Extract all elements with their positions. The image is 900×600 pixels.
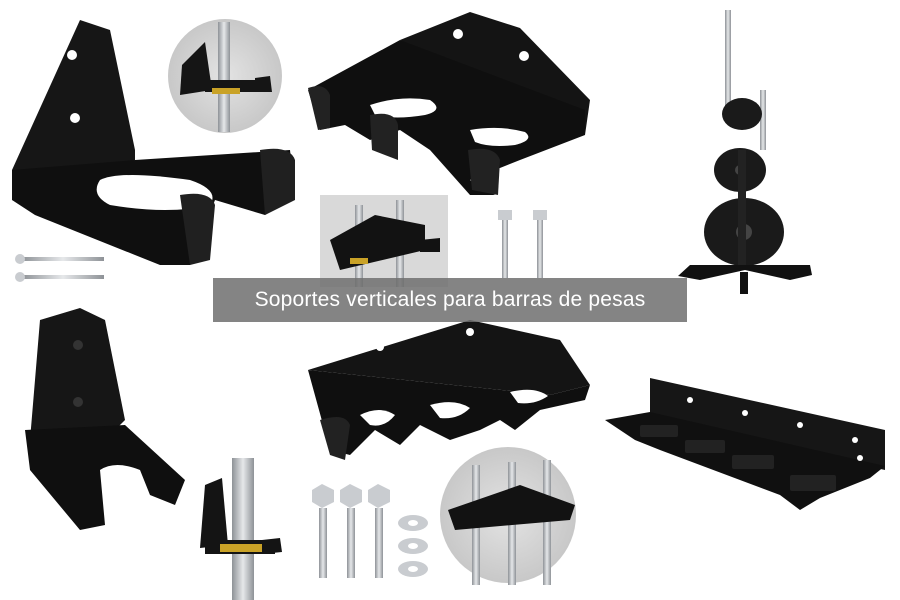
hex-lag-bolts-and-washers [312,484,428,578]
double-bar-wall-bracket [308,12,590,195]
triple-bar-detail-photo [440,447,576,585]
wood-screws [15,254,104,282]
six-bar-floor-rack [605,378,885,510]
caption-banner: Soportes verticales para barras de pesas [213,278,687,322]
caption-text: Soportes verticales para barras de pesas [254,288,646,311]
single-bar-wall-bracket [12,20,295,265]
double-bar-detail-photo [320,195,448,287]
weight-plate-tree-stand [678,10,812,294]
bracket-with-bar-photo [200,458,282,600]
lag-bolts-pair [498,210,547,278]
single-bar-bracket-black [25,308,185,530]
bracket-detail-circle [168,19,282,133]
triple-bar-wall-bracket [308,320,590,460]
